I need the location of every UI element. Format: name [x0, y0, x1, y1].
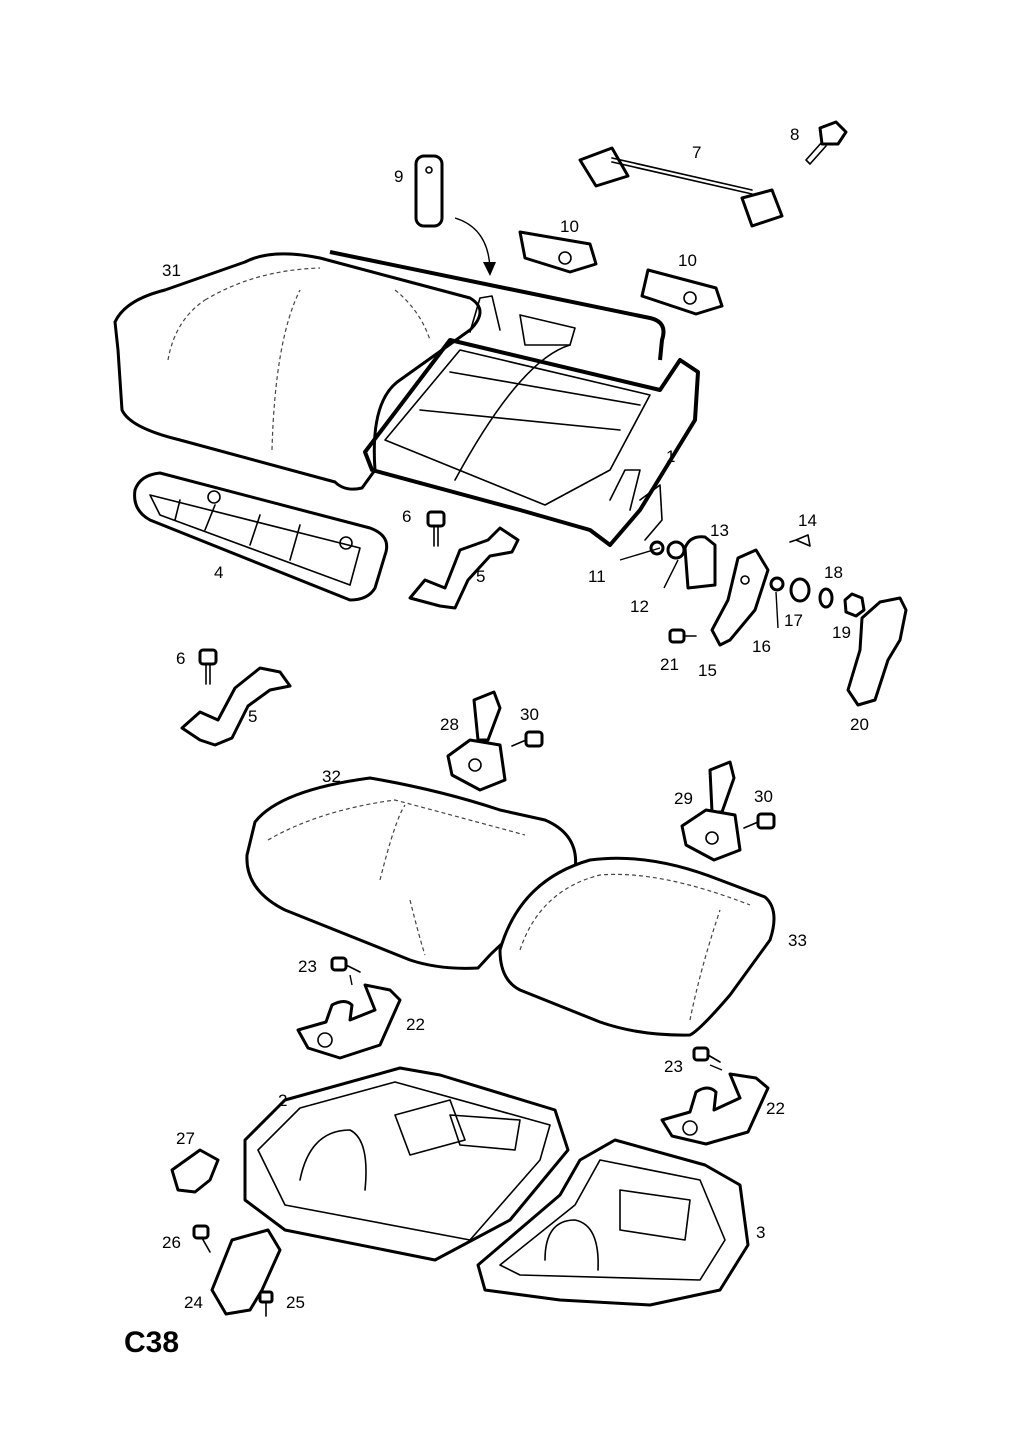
part-11-washer	[649, 540, 665, 556]
part-22-seat-bracket-upper	[296, 983, 402, 1060]
part-22-seat-bracket-lower	[660, 1072, 770, 1146]
callout-20: 20	[850, 715, 869, 734]
callout-2: 2	[278, 1091, 287, 1110]
callout-23: 23	[298, 957, 317, 976]
callout-6: 6	[402, 507, 411, 526]
callout-6b: 6	[176, 649, 185, 668]
callout-23b: 23	[664, 1057, 683, 1076]
part-1-backrest-frame	[329, 250, 700, 547]
callout-32: 32	[322, 767, 341, 786]
callout-4: 4	[214, 563, 223, 582]
callout-30: 30	[520, 705, 539, 724]
callout-12: 12	[630, 597, 649, 616]
callout-17: 17	[784, 611, 803, 630]
callout-8: 8	[790, 125, 799, 144]
callout-31: 31	[162, 261, 181, 280]
callout-1: 1	[666, 447, 675, 466]
callout-19: 19	[832, 623, 851, 642]
part-10-cover-upper	[518, 230, 598, 274]
part-6-bolt-upper	[426, 510, 446, 547]
callout-5: 5	[476, 567, 485, 586]
callout-26: 26	[162, 1233, 181, 1252]
part-31-backrest-cushion	[113, 252, 482, 491]
part-28-belt-latch	[446, 690, 507, 792]
part-5-bracket-lower	[180, 666, 292, 747]
callout-labels: 1 2 3 4 5 5 6 6 7 8 9 10 10 11 12 13 14 …	[162, 125, 869, 1312]
callout-13: 13	[710, 521, 729, 540]
page-code: C38	[124, 1326, 179, 1359]
callout-7: 7	[692, 143, 701, 162]
callout-18: 18	[824, 563, 843, 582]
callout-15: 15	[698, 661, 717, 680]
callout-10: 10	[560, 217, 579, 236]
part-18-washer	[818, 587, 834, 609]
part-27-cover-cap	[170, 1148, 220, 1194]
part-2-seat-frame-wide	[243, 1066, 570, 1262]
part-19-nut	[843, 592, 866, 618]
part-15-hinge-plate	[710, 548, 770, 647]
part-33-seat-cushion-narrow	[498, 856, 776, 1037]
part-24-support-bracket	[210, 1228, 282, 1316]
callout-25: 25	[286, 1293, 305, 1312]
callout-27: 27	[176, 1129, 195, 1148]
part-17-spacer	[789, 577, 811, 603]
callout-21: 21	[660, 655, 679, 674]
callout-3: 3	[756, 1223, 765, 1242]
callout-28: 28	[440, 715, 459, 734]
part-13-bushing	[683, 535, 717, 590]
callout-10b: 10	[678, 251, 697, 270]
part-12-washer	[666, 540, 686, 560]
part-23-bolt-lower	[692, 1046, 721, 1063]
callout-30b: 30	[754, 787, 773, 806]
callout-9: 9	[394, 167, 403, 186]
part-20-cover	[846, 596, 908, 707]
part-6-bolt-lower	[198, 648, 218, 685]
part-29-belt-latch	[680, 760, 742, 862]
part-4-back-panel	[133, 471, 389, 602]
callout-24: 24	[184, 1293, 203, 1312]
part-9-fabric-loop	[414, 154, 496, 276]
part-23-bolt-upper	[330, 956, 361, 973]
part-5-bracket-upper	[408, 526, 520, 610]
part-8-bolt	[805, 120, 848, 165]
part-26-screw	[192, 1224, 211, 1253]
callout-29: 29	[674, 789, 693, 808]
part-10-cover-lower	[640, 268, 724, 316]
part-14-screw	[789, 534, 811, 547]
callout-22b: 22	[766, 1099, 785, 1118]
part-30-bolt-upper	[511, 730, 544, 748]
callout-5b: 5	[248, 707, 257, 726]
callout-33: 33	[788, 931, 807, 950]
part-30-bolt-lower	[743, 812, 776, 830]
callout-14: 14	[798, 511, 817, 530]
part-21-bolt	[668, 628, 697, 644]
part-16-washer	[769, 576, 785, 592]
leader-lines	[349, 547, 779, 1071]
part-7-release-cable	[578, 146, 784, 228]
part-3-seat-frame-narrow	[476, 1138, 750, 1307]
callout-22: 22	[406, 1015, 425, 1034]
callout-11: 11	[588, 567, 606, 586]
callout-16: 16	[752, 637, 771, 656]
part-25-screw	[258, 1290, 274, 1317]
